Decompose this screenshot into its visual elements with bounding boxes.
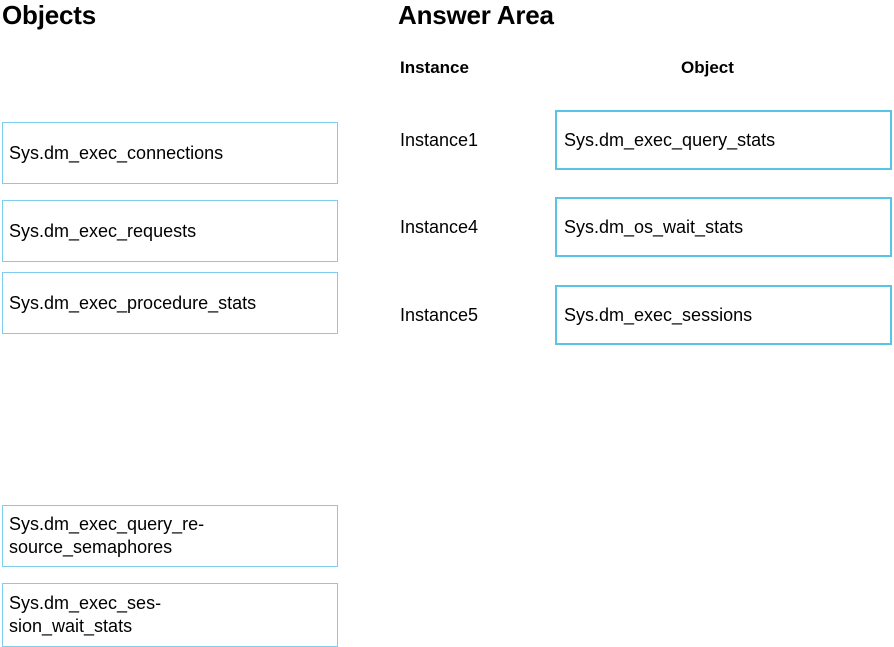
answer-area-title: Answer Area: [398, 0, 554, 30]
objects-panel-title: Objects: [2, 0, 96, 30]
column-header-object: Object: [681, 58, 734, 77]
answer-slot-label: Sys.dm_exec_sessions: [564, 304, 753, 325]
object-tile[interactable]: Sys.dm_exec_query_re- source_semaphores: [2, 505, 338, 567]
answer-row: Instance1 Sys.dm_exec_query_stats: [398, 110, 892, 170]
column-header-instance: Instance: [400, 58, 469, 77]
answer-drop-slot[interactable]: Sys.dm_exec_query_stats: [555, 110, 892, 170]
answer-row-instance-label: Instance5: [400, 305, 479, 325]
answer-drop-slot[interactable]: Sys.dm_exec_sessions: [555, 285, 892, 345]
answer-row-instance-label: Instance4: [400, 217, 479, 237]
answer-row: Instance4 Sys.dm_os_wait_stats: [398, 197, 892, 257]
answer-drop-slot[interactable]: Sys.dm_os_wait_stats: [555, 197, 892, 257]
object-tile-label: Sys.dm_exec_requests: [9, 220, 197, 241]
answer-slot-label: Sys.dm_os_wait_stats: [564, 216, 744, 237]
object-tile-label: Sys.dm_exec_query_re- source_semaphores: [9, 514, 205, 557]
answer-row-instance-label: Instance1: [400, 130, 479, 150]
object-tile[interactable]: Sys.dm_exec_connections: [2, 122, 338, 184]
object-tile-label: Sys.dm_exec_ses- sion_wait_stats: [9, 593, 162, 636]
object-tile-label: Sys.dm_exec_connections: [9, 142, 224, 163]
answer-slot-label: Sys.dm_exec_query_stats: [564, 129, 776, 150]
object-tile[interactable]: Sys.dm_exec_requests: [2, 200, 338, 262]
object-tile[interactable]: Sys.dm_exec_procedure_stats: [2, 272, 338, 334]
object-tile-label: Sys.dm_exec_procedure_stats: [9, 292, 257, 313]
answer-row: Instance5 Sys.dm_exec_sessions: [398, 285, 892, 345]
object-tile[interactable]: Sys.dm_exec_ses- sion_wait_stats: [2, 583, 338, 647]
